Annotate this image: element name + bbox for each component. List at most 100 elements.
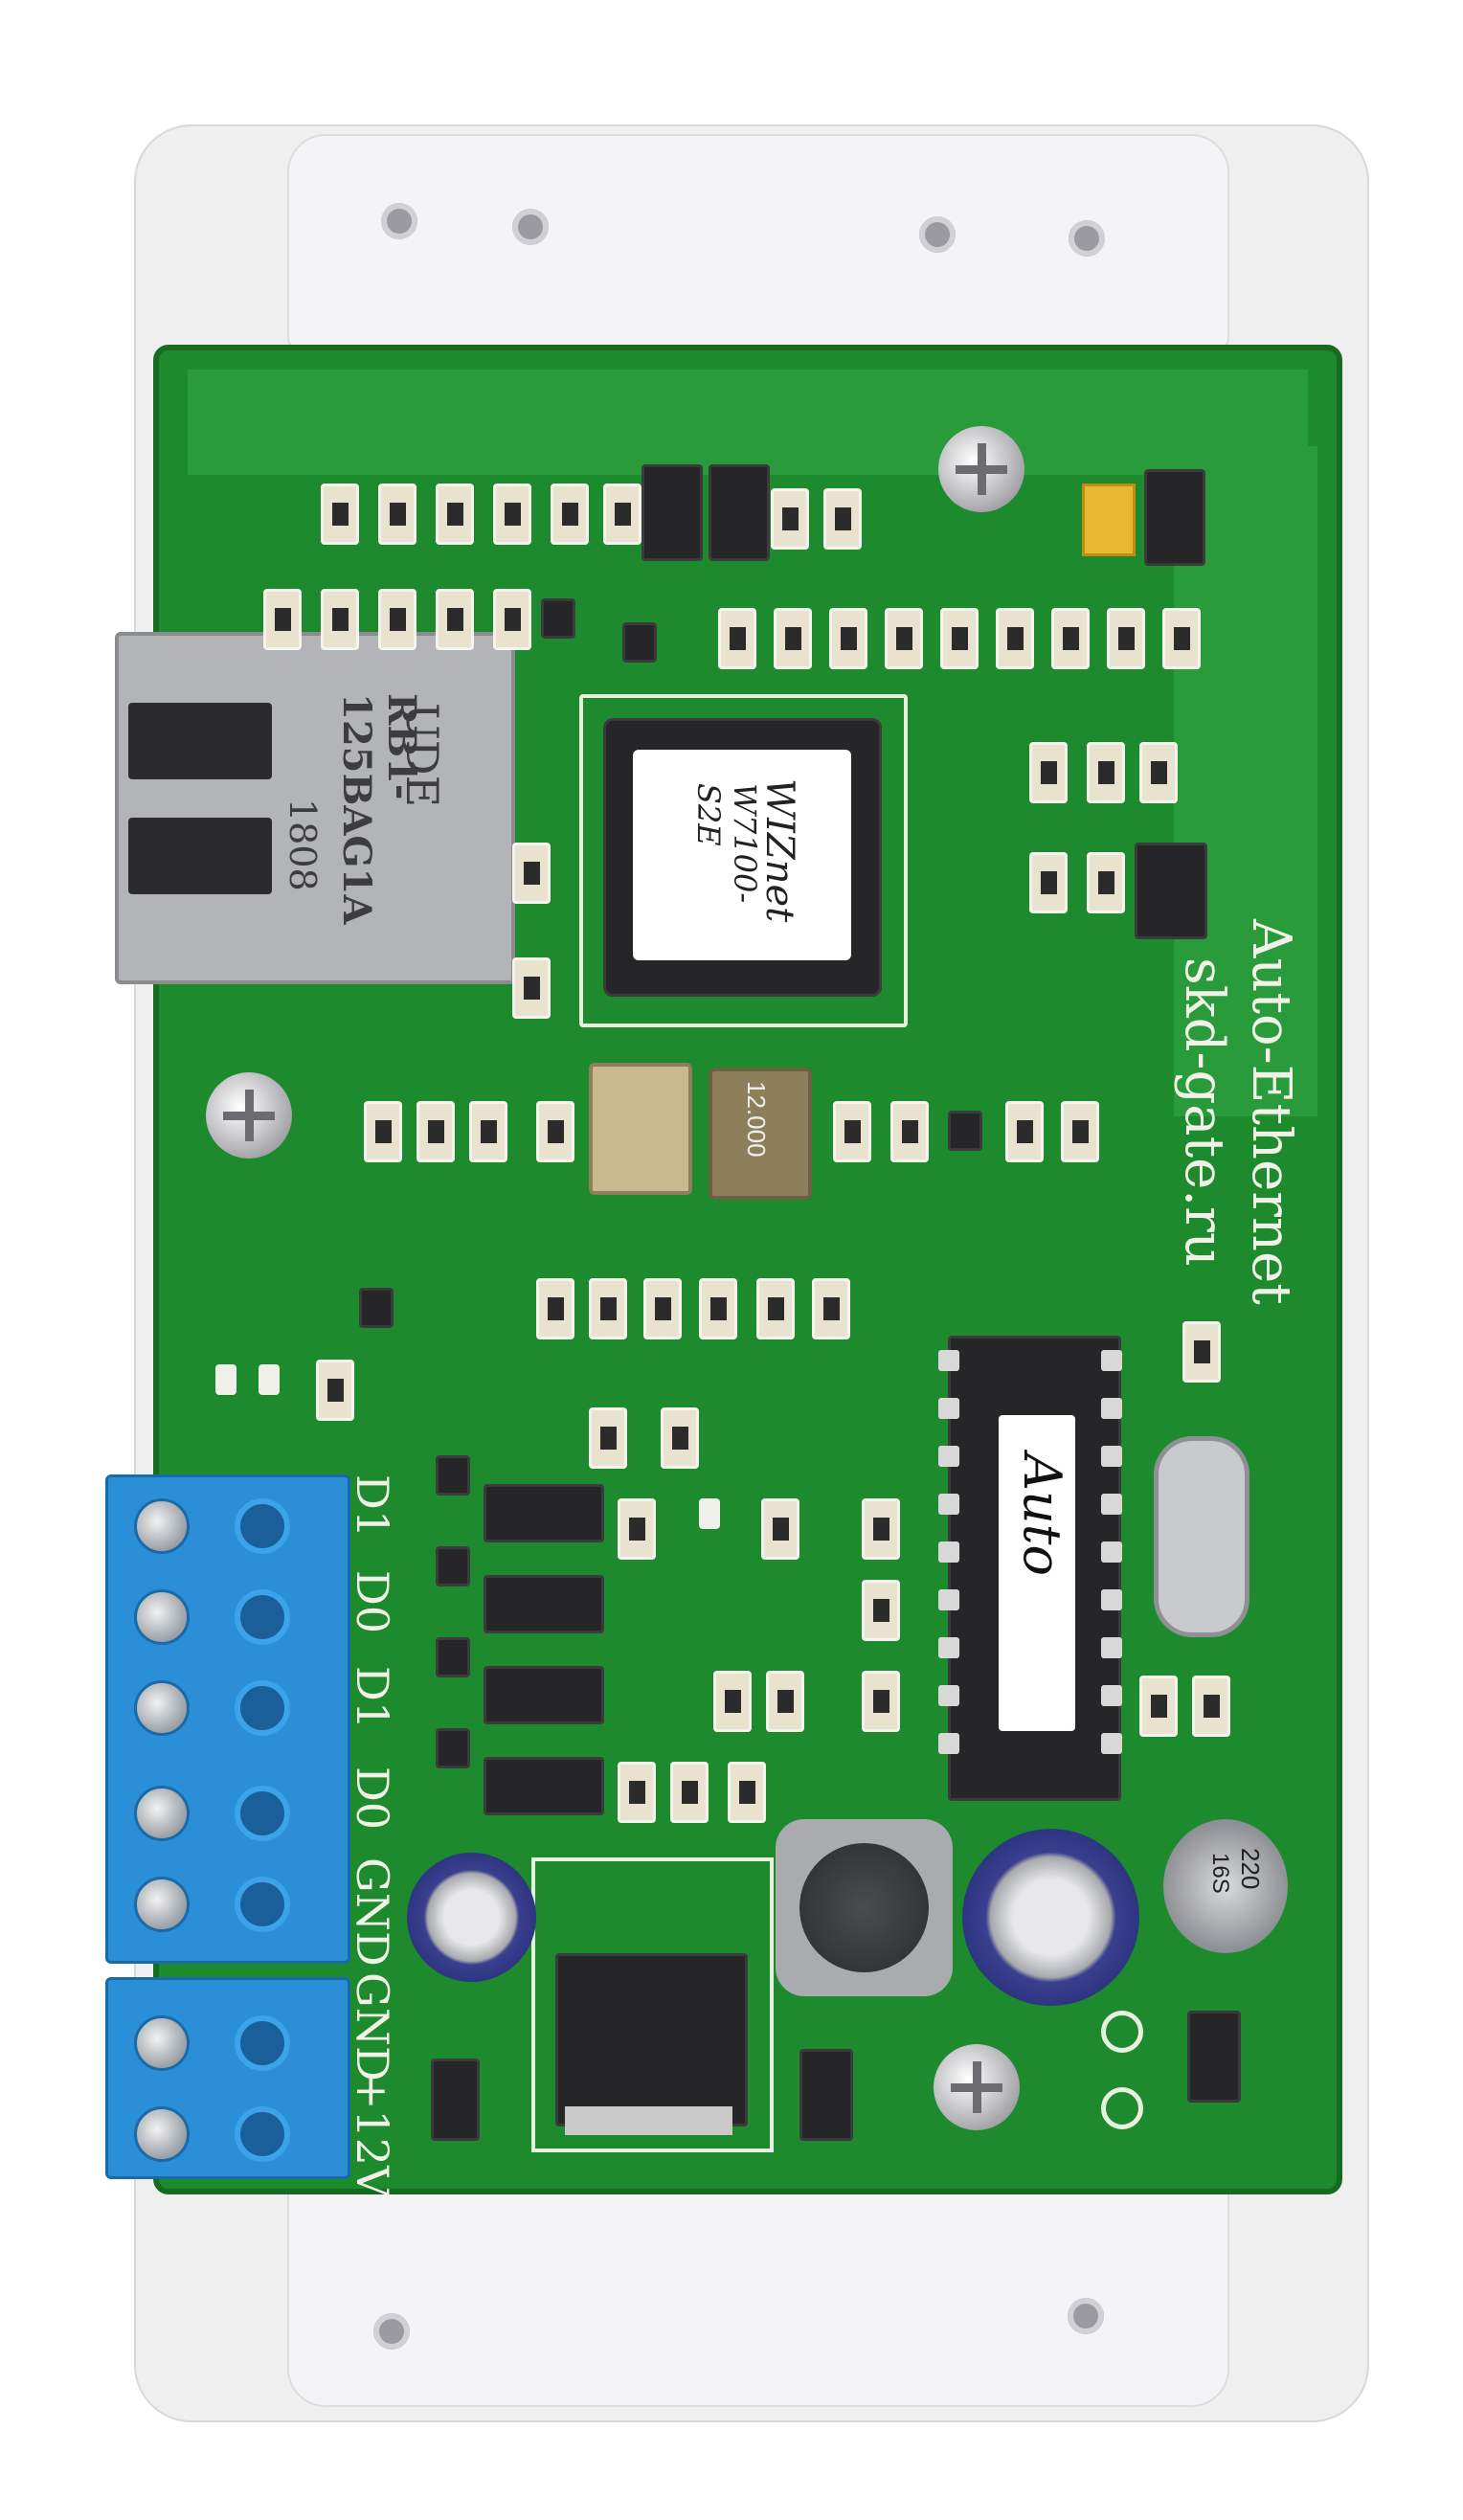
terminal-label-12v: +12V <box>347 2073 398 2198</box>
chip-sticker-label: Auto <box>1012 1453 1072 1576</box>
smd-component <box>618 1762 656 1823</box>
smd-resistor <box>484 1666 604 1724</box>
smd-component <box>940 608 979 669</box>
smd-component <box>493 589 531 650</box>
terminal-screw <box>134 1680 190 1736</box>
smd-resistor <box>484 1575 604 1633</box>
smd-component <box>771 488 809 550</box>
mount-hole <box>512 209 549 245</box>
transistor <box>359 1288 394 1328</box>
smd-component <box>713 1671 752 1732</box>
mount-hole <box>373 2313 410 2350</box>
smd-component <box>833 1101 871 1162</box>
smd-component <box>263 589 302 650</box>
smd-component <box>1005 1101 1044 1162</box>
regulator-outline <box>531 1857 774 2152</box>
dip-pin <box>938 1733 959 1754</box>
smd-component <box>378 484 416 545</box>
smd-component <box>718 608 756 669</box>
transistor <box>948 1111 982 1151</box>
smd-component <box>728 1762 766 1823</box>
smd-component <box>536 1101 574 1162</box>
smd-component <box>885 608 923 669</box>
crystal-oscillator: 12.000 <box>709 1068 812 1200</box>
terminal-label-d0-second: D0 <box>347 1766 398 1831</box>
terminal-screw <box>134 2015 190 2071</box>
led <box>215 1364 236 1395</box>
dip-pin <box>1101 1637 1122 1658</box>
main-ic-outline <box>579 694 908 1027</box>
electrolytic-capacitor <box>962 1829 1139 2006</box>
smd-component <box>416 1101 455 1162</box>
smd-component <box>589 1407 627 1469</box>
smd-component <box>766 1671 804 1732</box>
dip-pin <box>938 1494 959 1515</box>
terminal-wire-entry <box>235 1680 290 1736</box>
electrolytic-capacitor-small: 220 16S <box>1163 1819 1288 1953</box>
smd-component <box>643 1278 682 1339</box>
smd-component <box>551 484 589 545</box>
dip-pin <box>938 1685 959 1706</box>
smd-component <box>618 1498 656 1560</box>
terminal-wire-entry <box>235 1786 290 1841</box>
screw <box>206 1072 292 1159</box>
dip-pin <box>1101 1446 1122 1467</box>
dip-microcontroller: Auto <box>948 1336 1121 1801</box>
smd-component <box>774 608 812 669</box>
inductor-core <box>799 1843 929 1972</box>
dip-pin <box>1101 1494 1122 1515</box>
smd-diode <box>431 2059 480 2141</box>
terminal-label-gnd-power: GND <box>347 1972 398 2081</box>
dip-pin <box>938 1398 959 1419</box>
screw <box>938 426 1024 512</box>
smd-component <box>670 1762 709 1823</box>
smd-component <box>1051 608 1090 669</box>
smd-component <box>321 589 359 650</box>
smd-component <box>890 1101 929 1162</box>
terminal-screw <box>134 2106 190 2162</box>
tantalum-capacitor-yellow <box>1082 484 1136 556</box>
transistor <box>436 1637 470 1677</box>
smd-component <box>493 484 531 545</box>
jack-port <box>128 818 272 894</box>
smd-component <box>1139 742 1178 803</box>
screw <box>934 2044 1020 2130</box>
terminal-label-d1-second: D1 <box>347 1666 398 1730</box>
smd-component <box>536 1278 574 1339</box>
dip-pin <box>938 1589 959 1610</box>
smd-component <box>603 484 641 545</box>
smd-component <box>364 1101 402 1162</box>
smd-component <box>1107 608 1145 669</box>
smd-component <box>512 843 551 904</box>
smd-component <box>862 1580 900 1641</box>
terminal-wire-entry <box>235 1498 290 1554</box>
smd-component <box>699 1278 737 1339</box>
smd-resistor <box>484 1484 604 1542</box>
smd-component <box>436 589 474 650</box>
tantalum-capacitor <box>1144 469 1205 566</box>
smd-component <box>436 484 474 545</box>
transistor <box>541 598 575 639</box>
terminal-screw <box>134 1786 190 1841</box>
terminal-wire-entry <box>235 1877 290 1932</box>
smd-component <box>1182 1321 1221 1383</box>
terminal-wire-entry <box>235 2106 290 2162</box>
main-ic-label-area: WIZnet W7100-S2E <box>633 750 851 960</box>
smd-diode <box>799 2049 853 2141</box>
dip-pin <box>1101 1398 1122 1419</box>
smd-component <box>316 1360 354 1421</box>
smd-component <box>1162 608 1201 669</box>
dip-pin <box>938 1350 959 1371</box>
terminal-label-d1: D1 <box>347 1474 398 1539</box>
dip-pin <box>1101 1350 1122 1371</box>
website: skd-gate.ru <box>1173 957 1235 1267</box>
smd-component <box>1087 852 1125 913</box>
smd-component <box>1192 1676 1230 1737</box>
jack-brand: UDE <box>396 703 448 808</box>
smd-component <box>823 488 862 550</box>
smd-component <box>1139 1676 1178 1737</box>
dip-pin <box>1101 1541 1122 1563</box>
smd-component <box>378 589 416 650</box>
jack-code: 1808 <box>281 799 324 891</box>
dip-pin <box>1101 1733 1122 1754</box>
